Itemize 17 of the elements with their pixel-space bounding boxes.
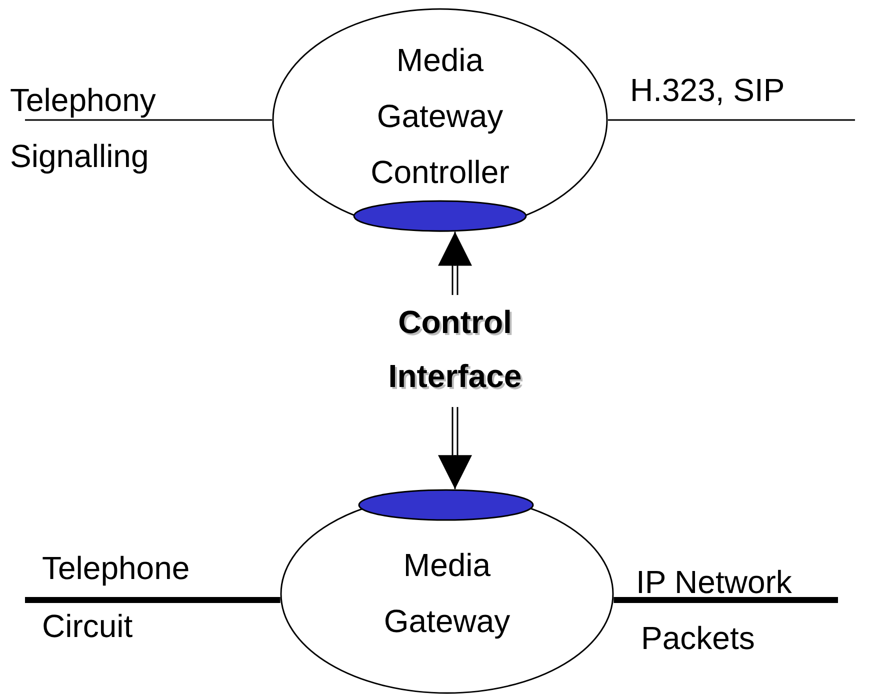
arrow <box>438 406 472 490</box>
node-label: Media Gateway Controller <box>370 41 510 192</box>
text-label: Packets <box>641 622 755 654</box>
text-label: H.323, SIP <box>630 74 785 106</box>
text-label: Signalling <box>10 140 149 172</box>
arrow <box>438 231 472 296</box>
text-label: Telephone <box>42 552 190 584</box>
text-label: Circuit <box>42 610 133 642</box>
connector-line <box>614 597 838 603</box>
node-label: Media Gateway <box>382 546 512 641</box>
connector-line <box>25 119 272 121</box>
text-label: Telephony <box>10 84 170 120</box>
interface-port-ellipse <box>358 489 534 521</box>
interface-label: Control Interface <box>345 295 565 407</box>
connector-line <box>608 119 855 121</box>
connector-line <box>25 597 280 603</box>
text-label: IP Network <box>636 566 792 598</box>
